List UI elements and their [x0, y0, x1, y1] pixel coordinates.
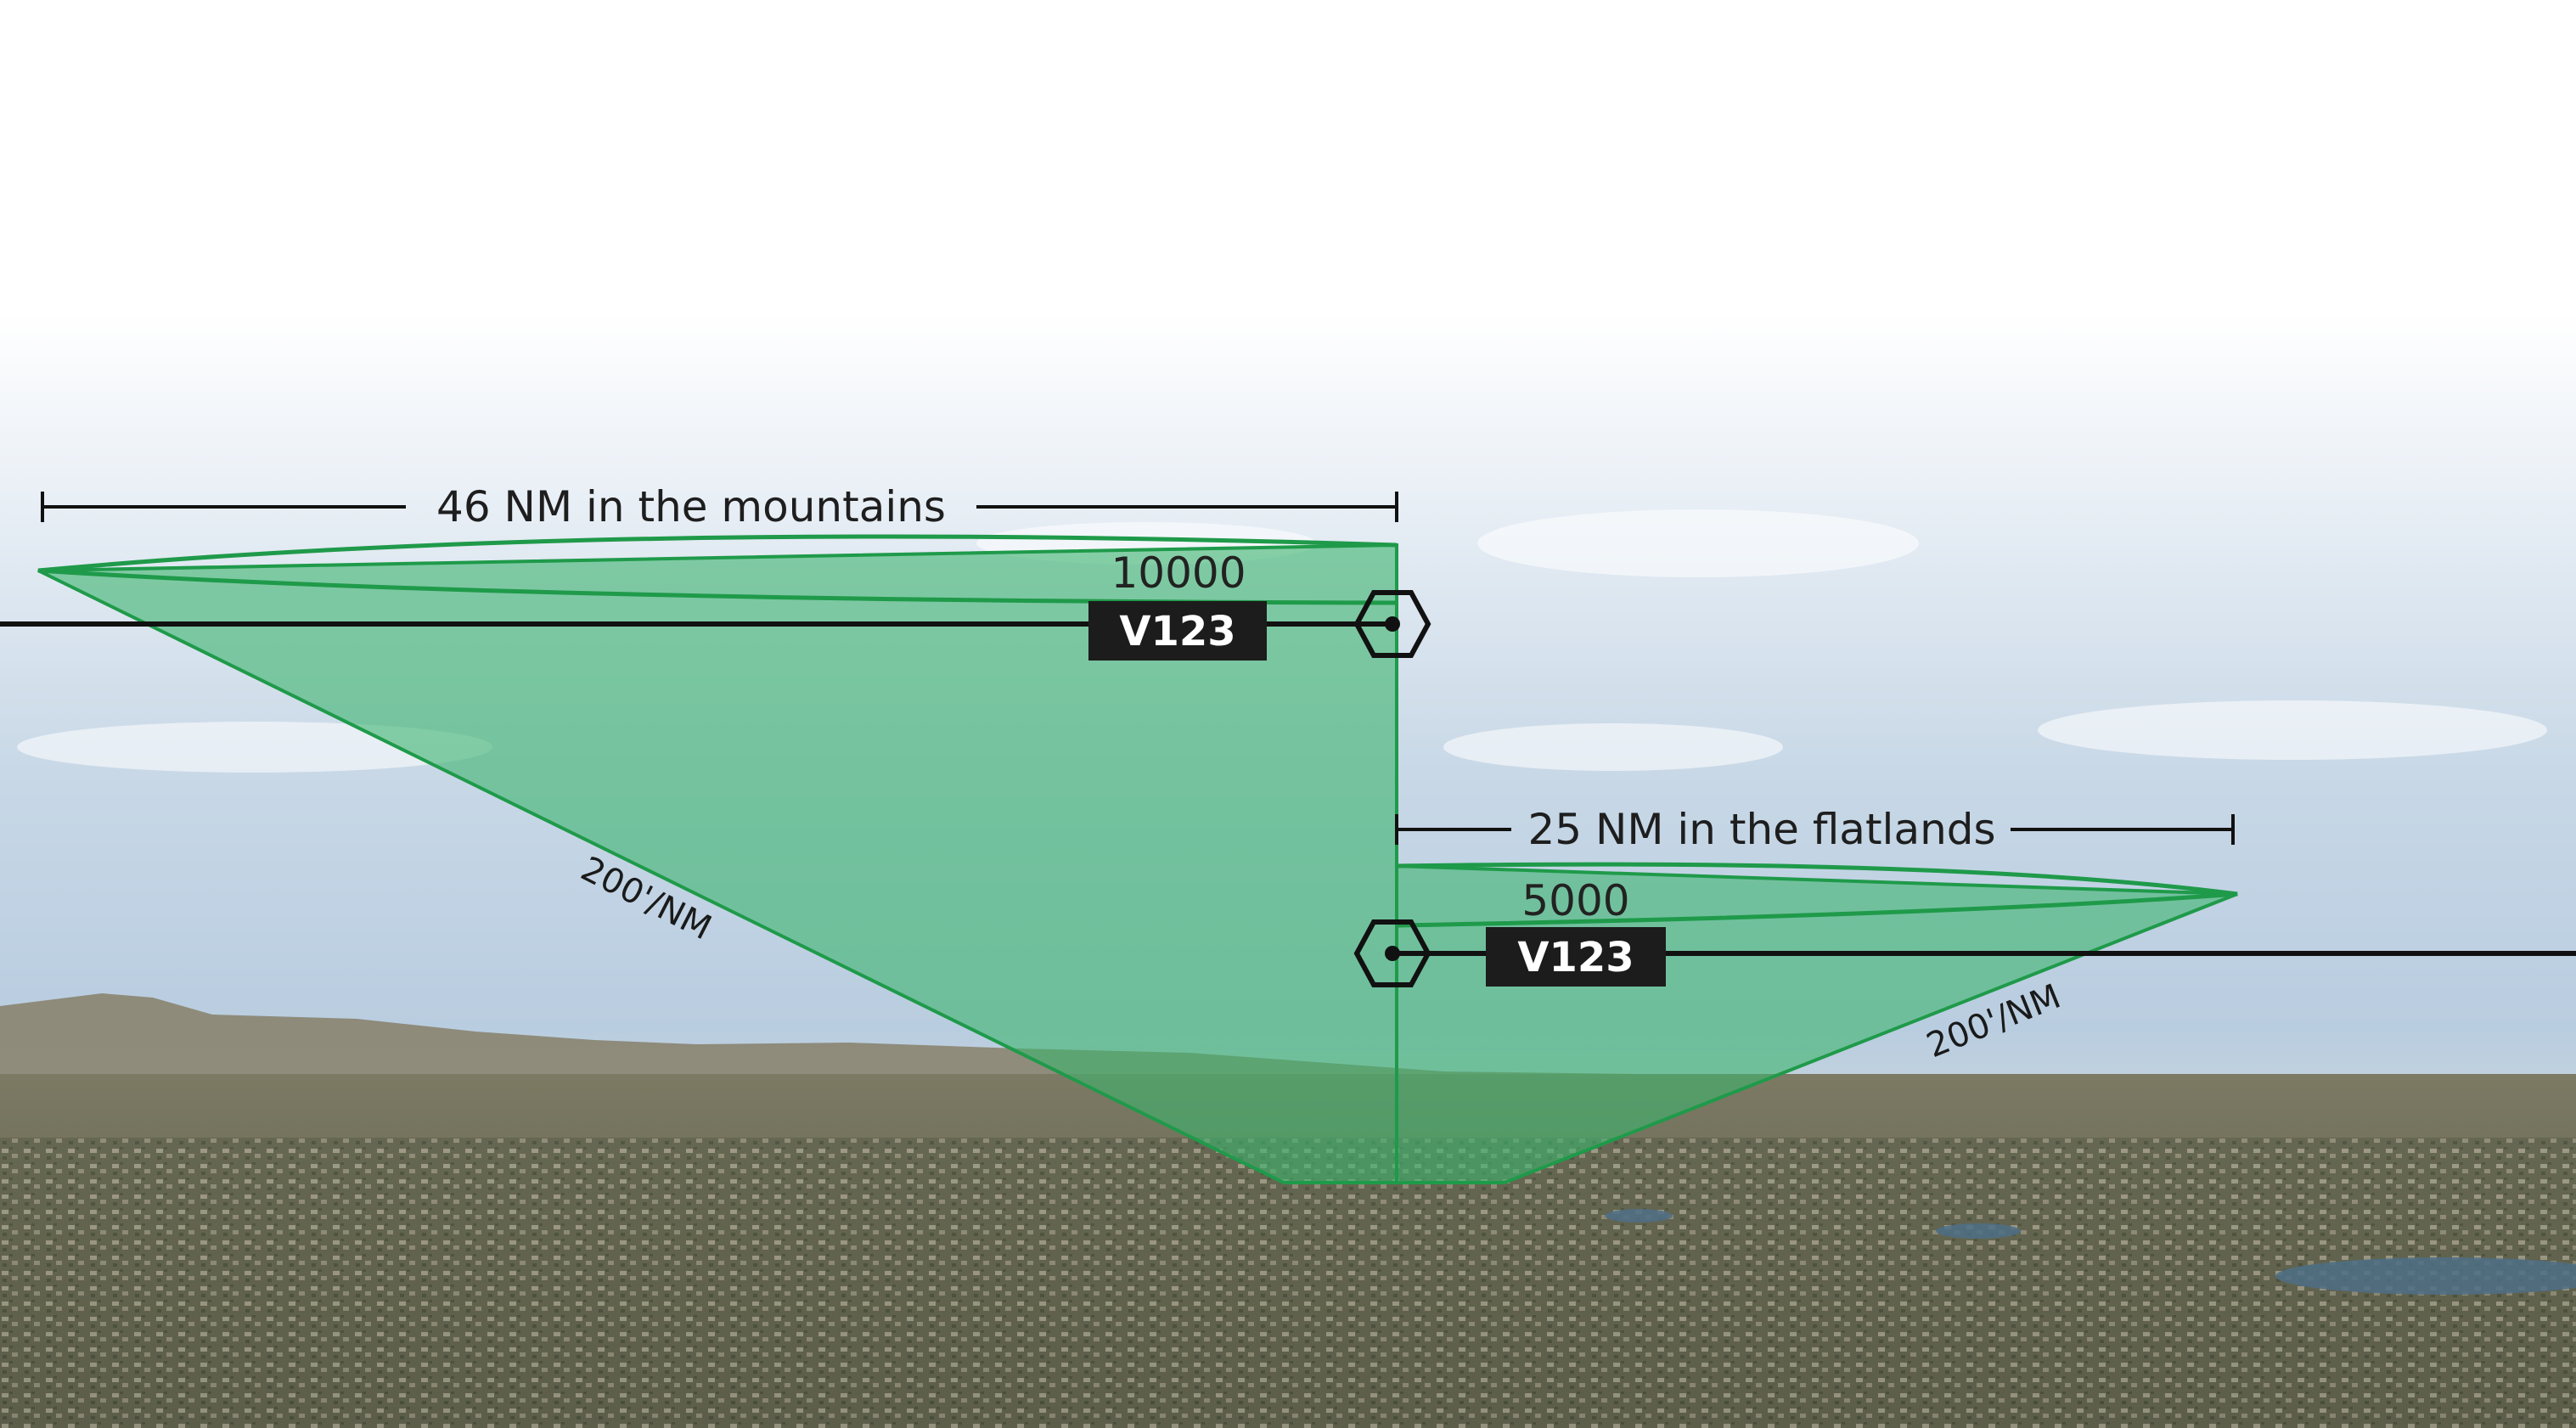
- flatland-cone-upper-edge: [1396, 862, 2238, 897]
- dimension-flatlands: 25 NM in the flatlands: [1395, 805, 2235, 854]
- distance-label-flatlands: 25 NM in the flatlands: [1527, 805, 1995, 854]
- altitude-label-flatlands: 5000: [1521, 876, 1629, 925]
- vor-symbol-flatlands: [1353, 919, 1431, 987]
- mountain-airspace: [37, 534, 1398, 1184]
- dimension-mountains: 46 NM in the mountains: [41, 482, 1398, 531]
- lakes: [1605, 1209, 2576, 1295]
- airway-label-flatlands: V123: [1517, 934, 1634, 981]
- vor-symbol-mountains: [1353, 590, 1431, 658]
- distance-label-mountains: 46 NM in the mountains: [436, 482, 946, 531]
- flatland-cone-lower-edge: [1396, 891, 2238, 928]
- city-texture: [0, 1138, 2576, 1428]
- mountain-cone-upper-edge: [37, 534, 1398, 573]
- airway-tag-flatlands: V123: [1486, 927, 1666, 987]
- airway-tag-mountains: V123: [1088, 601, 1267, 661]
- altitude-label-mountains: 10000: [1111, 548, 1246, 598]
- airway-label-mountains: V123: [1119, 608, 1235, 655]
